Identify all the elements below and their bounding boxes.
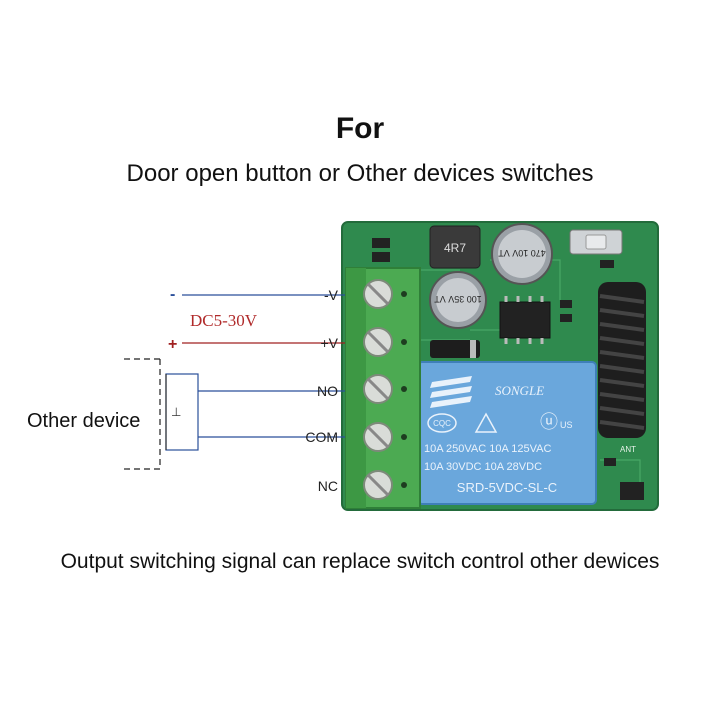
terminal-block bbox=[345, 267, 421, 509]
caption: Output switching signal can replace swit… bbox=[60, 550, 660, 573]
relay: SONGLE CQC ⓤ US 10A 250VAC 10A 125VAC 10… bbox=[417, 361, 597, 505]
inductor-label: 4R7 bbox=[444, 241, 466, 255]
capacitor-large: 470 10V VT bbox=[491, 223, 553, 285]
inductor: 4R7 bbox=[429, 225, 481, 269]
cqc-mark-icon bbox=[427, 413, 457, 433]
terminal-label-plus-v: +V bbox=[320, 335, 338, 351]
relay-model: SRD-5VDC-SL-C bbox=[457, 480, 557, 495]
relay-logo-icon bbox=[430, 376, 472, 408]
terminal-screw-5 bbox=[363, 470, 393, 500]
page-subtitle: Door open button or Other devices switch… bbox=[126, 160, 594, 187]
terminal-screws bbox=[363, 279, 393, 500]
wires bbox=[182, 294, 345, 438]
terminal-label-com: COM bbox=[305, 429, 338, 445]
ic-chip bbox=[499, 296, 551, 344]
ul-mark-icon: ⓤ bbox=[540, 412, 558, 432]
page-title: For bbox=[335, 112, 385, 145]
terminal-screw-3 bbox=[363, 374, 393, 404]
antenna-label: ANT bbox=[620, 445, 636, 454]
capacitor-small-label: 100 35V VT bbox=[434, 294, 482, 304]
terminal-screw-4 bbox=[363, 422, 393, 452]
capacitor-small: 100 35V VT bbox=[429, 271, 487, 329]
warning-triangle-icon bbox=[474, 412, 498, 433]
diode bbox=[430, 340, 480, 358]
switch-symbol-icon: ⊥ bbox=[171, 405, 181, 419]
relay-cert-cqc: CQC bbox=[433, 419, 451, 428]
smd-components bbox=[372, 238, 644, 500]
terminal-label-nc: NC bbox=[318, 478, 338, 494]
device-dashed-outline bbox=[124, 358, 164, 470]
device-label: Other device bbox=[27, 410, 140, 432]
voltage-label: DC5-30V bbox=[190, 311, 258, 330]
minus-sign: - bbox=[170, 286, 175, 303]
terminal-label-no: NO bbox=[317, 383, 338, 399]
terminal-screw-2 bbox=[363, 327, 393, 357]
relay-brand: SONGLE bbox=[495, 383, 544, 398]
terminal-screw-1 bbox=[363, 279, 393, 309]
relay-spec-line2: 10A 30VDC 10A 28VDC bbox=[424, 461, 542, 473]
device-switch-symbol bbox=[165, 373, 199, 451]
antenna-coil: ANT bbox=[598, 282, 646, 454]
tactile-button bbox=[569, 229, 623, 255]
capacitor-large-label: 470 10V VT bbox=[498, 248, 546, 258]
relay-cert-ul: US bbox=[560, 420, 573, 430]
relay-spec-line1: 10A 250VAC 10A 125VAC bbox=[424, 443, 551, 455]
terminal-label-minus-v: -V bbox=[324, 287, 339, 303]
plus-sign: + bbox=[168, 336, 177, 353]
